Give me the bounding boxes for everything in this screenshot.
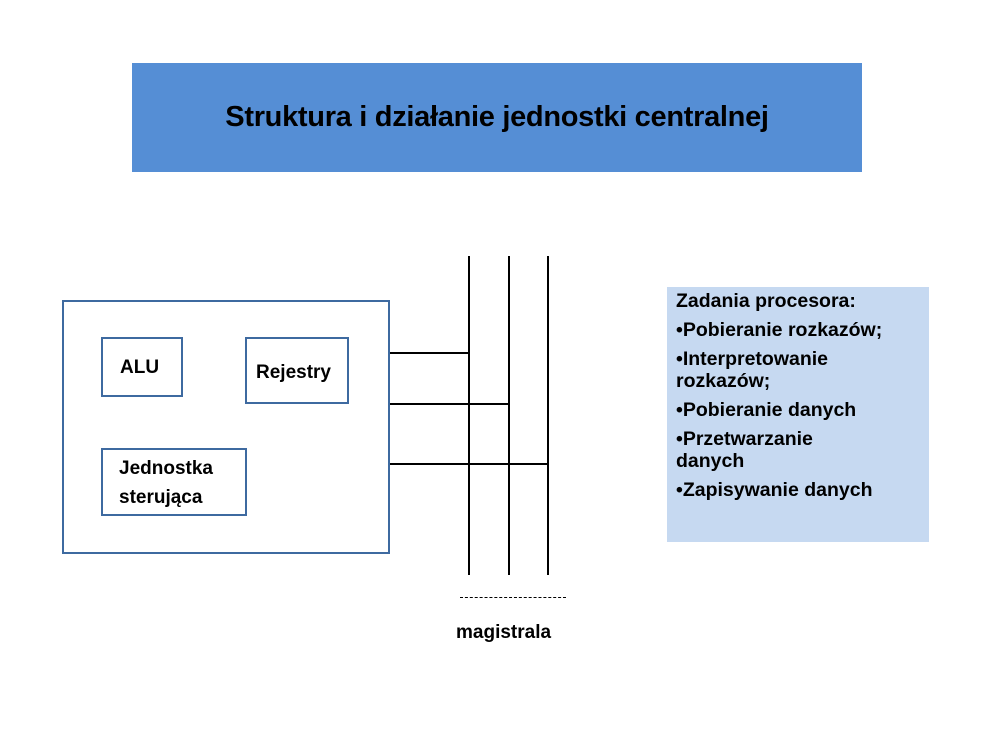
bus-line-1: [468, 256, 470, 575]
bus-line-2: [508, 256, 510, 575]
bus-label: magistrala: [456, 622, 552, 643]
slide-title: Struktura i działanie jednostki centraln…: [225, 101, 769, 133]
processor-tasks-box: Zadania procesora: •Pobieranie rozkazów;…: [667, 287, 929, 542]
alu-label: ALU: [120, 357, 160, 378]
title-banner: Struktura i działanie jednostki centraln…: [132, 63, 862, 172]
task-item: •Zapisywanie danych: [676, 479, 873, 501]
registers-box: Rejestry: [245, 337, 349, 404]
bus-continuation-dashes: [460, 597, 566, 598]
registers-label: Rejestry: [256, 362, 331, 383]
bus-line-3: [547, 256, 549, 575]
connector-2: [390, 403, 509, 405]
control-unit-box: Jednostka sterująca: [101, 448, 247, 516]
task-item: •Pobieranie rozkazów;: [676, 319, 883, 341]
connector-1: [390, 352, 469, 354]
connector-3: [390, 463, 548, 465]
tasks-heading: Zadania procesora:: [676, 290, 856, 312]
task-item: •Pobieranie danych: [676, 399, 857, 421]
task-item: •Przetwarzanie danych: [676, 428, 813, 472]
alu-box: ALU: [101, 337, 183, 397]
control-unit-label-1: Jednostka: [119, 458, 213, 479]
task-item: •Interpretowanie rozkazów;: [676, 348, 829, 392]
control-unit-label-2: sterująca: [119, 487, 203, 508]
